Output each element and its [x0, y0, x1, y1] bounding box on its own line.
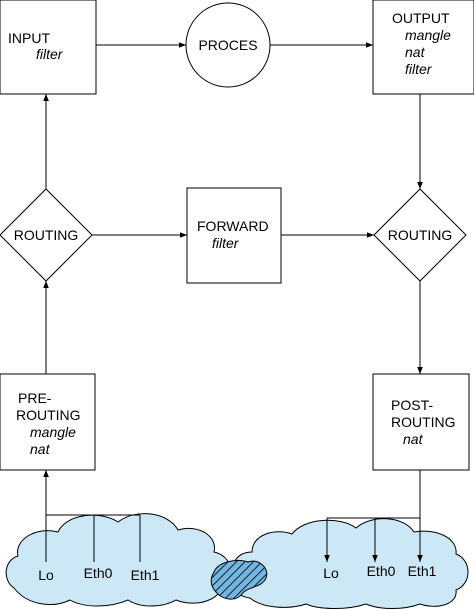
postrouting-title1: POST-: [391, 397, 433, 413]
right-iface-eth1: Eth1: [408, 563, 437, 579]
left-network-cloud: [5, 513, 231, 607]
forward-box: [186, 187, 282, 284]
output-sub2: nat: [405, 44, 426, 60]
right-network-cloud: [233, 518, 469, 609]
routing-right-title: ROUTING: [388, 227, 453, 243]
prerouting-sub2: nat: [30, 441, 51, 457]
output-title: OUTPUT: [392, 10, 450, 26]
left-iface-eth1: Eth1: [131, 567, 160, 583]
forward-title: FORWARD: [197, 218, 269, 234]
left-interface-bus: [43, 470, 141, 562]
routing-left-title: ROUTING: [14, 227, 79, 243]
forward-sub: filter: [212, 235, 240, 251]
input-title: INPUT: [8, 30, 50, 46]
right-interface-bus: [324, 470, 423, 562]
prerouting-title1: PRE-: [18, 390, 52, 406]
input-sub: filter: [36, 46, 64, 62]
right-iface-lo: Lo: [323, 565, 339, 581]
proces-title: PROCES: [198, 37, 257, 53]
hatched-link-blob: [210, 559, 268, 600]
left-iface-lo: Lo: [38, 567, 54, 583]
postrouting-sub: nat: [403, 431, 424, 447]
output-sub1: mangle: [405, 27, 451, 43]
output-sub3: filter: [405, 61, 433, 77]
right-iface-eth0: Eth0: [367, 563, 396, 579]
prerouting-title2: ROUTING: [16, 407, 81, 423]
postrouting-box: [372, 373, 470, 471]
output-box: [372, 0, 474, 95]
prerouting-sub1: mangle: [30, 424, 76, 440]
input-box: [0, 0, 97, 95]
postrouting-title2: ROUTING: [391, 414, 456, 430]
left-iface-eth0: Eth0: [84, 565, 113, 581]
